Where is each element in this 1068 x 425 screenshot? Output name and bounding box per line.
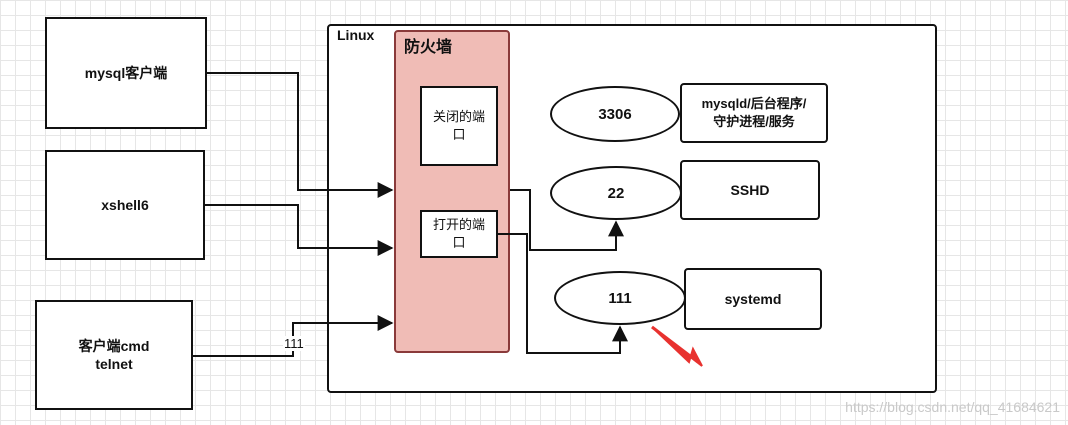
edge-mysql-to-firewall [207,72,394,198]
closed-port-label: 关闭的端 口 [432,109,485,142]
xshell-label: xshell6 [101,197,149,213]
cmd-client-label: 客户端cmd telnet [78,338,150,372]
xshell-box: xshell6 [45,150,205,260]
port-111-label: 111 [608,289,632,307]
watermark-text: https://blog.csdn.net/qq_41684621 [845,399,1060,415]
mysqld-service-label: mysqld/后台程序/ 守护进程/服务 [701,96,807,129]
mysql-client-box: mysql客户端 [45,17,207,129]
port-3306-ellipse: 3306 [550,86,680,142]
port-22-label: 22 [607,184,625,202]
systemd-service-box: systemd [684,268,822,330]
linux-label: Linux [337,27,375,43]
firewall-box [394,30,510,353]
open-port-label: 打开的端 口 [432,217,485,250]
open-port-box: 打开的端 口 [420,210,498,258]
port-22-ellipse: 22 [550,166,682,220]
firewall-label: 防火墙 [404,39,453,56]
port-111-ellipse: 111 [554,271,686,325]
sshd-service-label: SSHD [730,182,770,198]
cmd-client-box: 客户端cmd telnet [35,300,193,410]
edge-xshell-to-firewall [205,204,394,256]
closed-port-box: 关闭的端 口 [420,86,498,166]
edge-label-111: 111 [283,336,305,351]
edge-closed-port-to-22 [510,189,624,251]
port-3306-label: 3306 [598,105,632,123]
sshd-service-box: SSHD [680,160,820,220]
edge-open-port-to-111 [498,233,628,354]
mysqld-service-box: mysqld/后台程序/ 守护进程/服务 [680,83,828,143]
systemd-service-label: systemd [724,291,782,307]
mysql-client-label: mysql客户端 [84,65,168,81]
annotation-red-arrow-shaft [651,325,699,364]
